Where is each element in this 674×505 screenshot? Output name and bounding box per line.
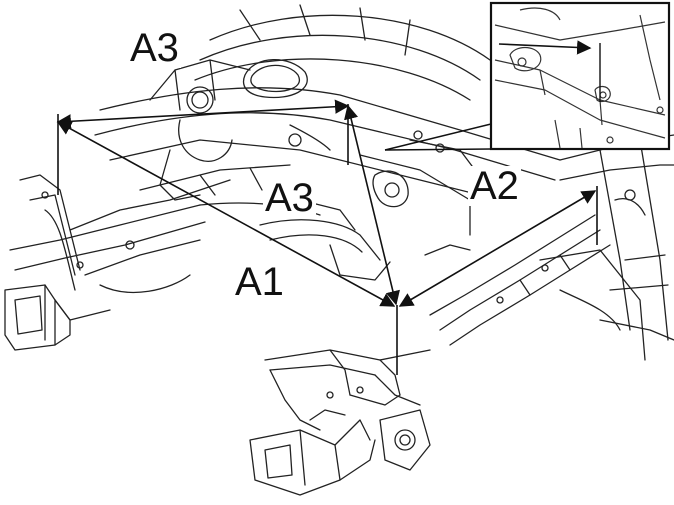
label-a2: A2 [468,164,521,208]
measure-a1 [56,121,396,307]
measure-a2 [398,190,597,307]
label-a1: A1 [233,260,286,304]
label-a3-lower: A3 [263,176,316,220]
measurement-lines [56,99,598,375]
measure-a3-lower [344,104,400,306]
inset-leader [384,123,492,151]
label-a3-upper: A3 [128,26,181,70]
detail-inset [489,1,671,151]
measure-a3-upper [56,99,350,129]
